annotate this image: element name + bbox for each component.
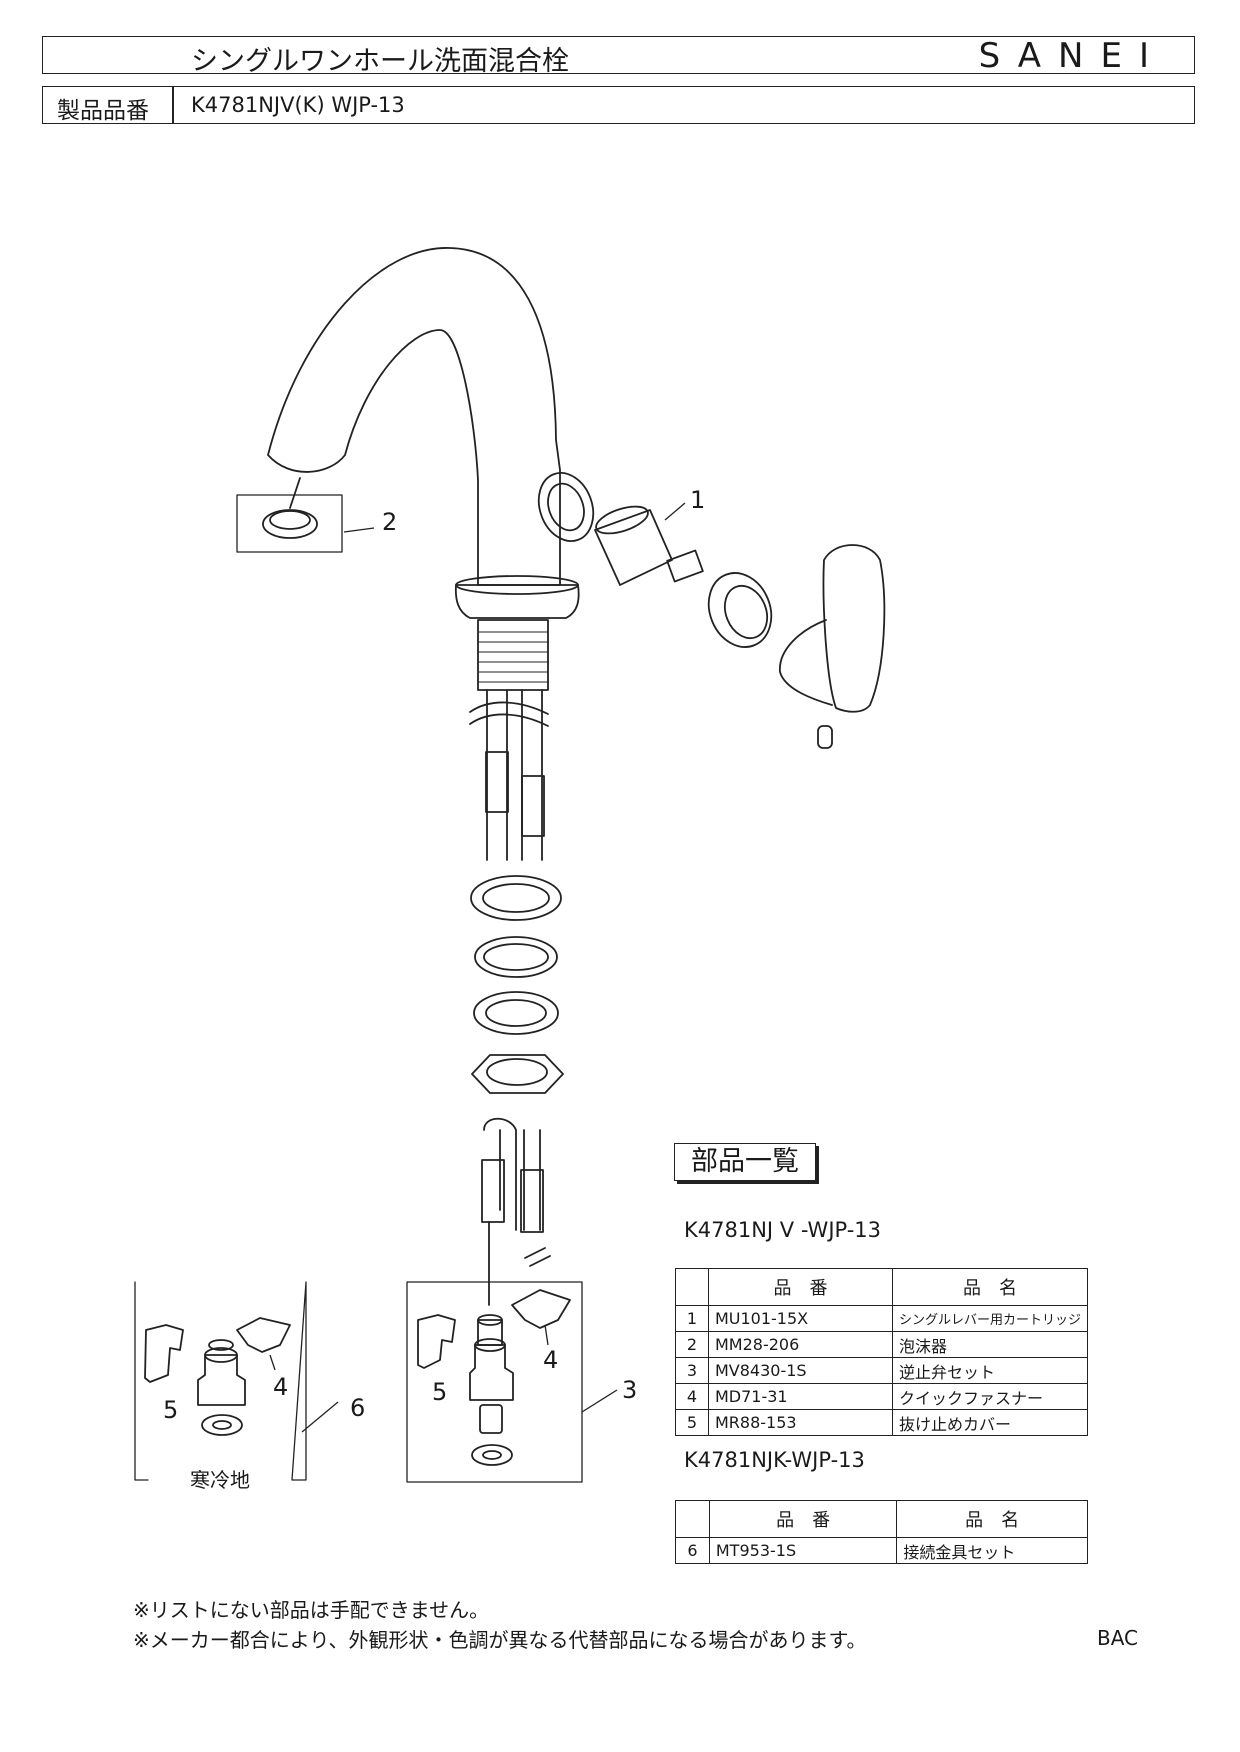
model-label: 製品品番 bbox=[57, 98, 149, 124]
model-number: K4781NJV(K) WJP-13 bbox=[191, 93, 405, 117]
part-name: クイックファスナー bbox=[891, 1383, 1089, 1410]
table-row: 1 MU101-15X シングルレバー用カートリッジ bbox=[675, 1305, 1089, 1332]
cold-region-label: 寒冷地 bbox=[190, 1468, 250, 1492]
note-1: ※リストにない部品は手配できません。 bbox=[133, 1598, 490, 1622]
table-row: 2 MM28-206 泡沫器 bbox=[675, 1331, 1089, 1358]
hex-nut bbox=[471, 1054, 564, 1094]
set-screw bbox=[817, 725, 833, 749]
cartridge bbox=[594, 509, 673, 586]
aerator bbox=[262, 509, 318, 539]
part-code: MU101-15X bbox=[707, 1305, 893, 1332]
part-name: 接続金具セット bbox=[896, 1537, 1088, 1564]
table-row: 6 MT953-1S 接続金具セット bbox=[675, 1537, 1088, 1564]
header-part-name: 品 名 bbox=[891, 1268, 1089, 1306]
faucet-spout bbox=[267, 247, 561, 586]
callout-4: 4 bbox=[543, 1346, 558, 1374]
cap-nut bbox=[707, 572, 773, 648]
part-name: 抜け止めカバー bbox=[891, 1409, 1089, 1436]
fastener-3 bbox=[511, 1289, 571, 1329]
part-name: 泡沫器 bbox=[891, 1331, 1089, 1358]
header-part-number: 品 番 bbox=[708, 1500, 898, 1538]
supply-hoses-upper bbox=[486, 689, 543, 861]
part-code: MD71-31 bbox=[707, 1383, 893, 1410]
header-title-bar: シングルワンホール洗面混合栓 SANEI bbox=[42, 36, 1195, 77]
group1-model: K4781NJ V -WJP-13 bbox=[684, 1218, 882, 1242]
part-code: MM28-206 bbox=[707, 1331, 893, 1358]
group2-model: K4781NJK-WJP-13 bbox=[684, 1448, 865, 1472]
table-header-row: 品 番 品 名 bbox=[675, 1268, 1089, 1306]
table-row: 3 MV8430-1S 逆止弁セット bbox=[675, 1357, 1089, 1384]
valve-core bbox=[479, 1404, 503, 1434]
callout-3: 3 bbox=[622, 1376, 637, 1404]
parts-table-2: 品 番 品 名 6 MT953-1S 接続金具セット bbox=[675, 1500, 1088, 1564]
parts-table-1: 品 番 品 名 1 MU101-15X シングルレバー用カートリッジ 2 MM2… bbox=[675, 1268, 1089, 1436]
callout-4-cold: 4 bbox=[273, 1373, 288, 1401]
lever-handle bbox=[822, 544, 886, 713]
part-name: 逆止弁セット bbox=[891, 1357, 1089, 1384]
part-code: MT953-1S bbox=[708, 1537, 898, 1564]
washer-1 bbox=[470, 875, 562, 921]
header-part-number: 品 番 bbox=[707, 1268, 893, 1306]
header-model-bar: 製品品番 K4781NJV(K) WJP-13 bbox=[42, 86, 1195, 124]
cartridge-port bbox=[537, 472, 595, 542]
faucet-base bbox=[454, 584, 580, 619]
callout-5-cold: 5 bbox=[163, 1396, 178, 1424]
brand-logo: SANEI bbox=[978, 36, 1166, 76]
header-divider bbox=[172, 87, 174, 123]
callout-6: 6 bbox=[350, 1394, 365, 1422]
fastener-6 bbox=[236, 1317, 291, 1353]
table-row: 4 MD71-31 クイックファスナー bbox=[675, 1383, 1089, 1410]
washer-6 bbox=[201, 1414, 243, 1436]
header-part-name: 品 名 bbox=[896, 1500, 1088, 1538]
product-title: シングルワンホール洗面混合栓 bbox=[191, 46, 569, 77]
notes: ※リストにない部品は手配できません。 ※メーカー都合により、外観形状・色調が異な… bbox=[133, 1595, 867, 1655]
cold-region-box bbox=[134, 1281, 307, 1481]
table-row: 5 MR88-153 抜け止めカバー bbox=[675, 1409, 1089, 1436]
note-2: ※メーカー都合により、外観形状・色調が異なる代替部品になる場合があります。 bbox=[133, 1628, 867, 1652]
check-valve-box bbox=[406, 1281, 583, 1483]
table-header-row: 品 番 品 名 bbox=[675, 1500, 1088, 1538]
washer-3 bbox=[473, 991, 559, 1035]
retainer-cover-6 bbox=[144, 1324, 184, 1383]
part-name: シングルレバー用カートリッジ bbox=[891, 1305, 1089, 1332]
washer-3 bbox=[471, 1444, 513, 1466]
supply-hoses-lower bbox=[483, 1117, 541, 1231]
callout-5: 5 bbox=[432, 1378, 447, 1406]
part-code: MV8430-1S bbox=[707, 1357, 893, 1384]
retainer-cover-3 bbox=[417, 1314, 456, 1369]
aerator-box bbox=[236, 494, 343, 553]
parts-list-title: 部品一覧 bbox=[674, 1143, 816, 1181]
part-code: MR88-153 bbox=[707, 1409, 893, 1436]
threaded-shank bbox=[477, 619, 549, 691]
washer-2 bbox=[474, 936, 558, 978]
callout-1: 1 bbox=[690, 486, 705, 514]
fitting-6 bbox=[197, 1354, 246, 1406]
callout-2: 2 bbox=[382, 508, 397, 536]
check-valve bbox=[469, 1344, 514, 1401]
document-code: BAC bbox=[1097, 1626, 1139, 1650]
